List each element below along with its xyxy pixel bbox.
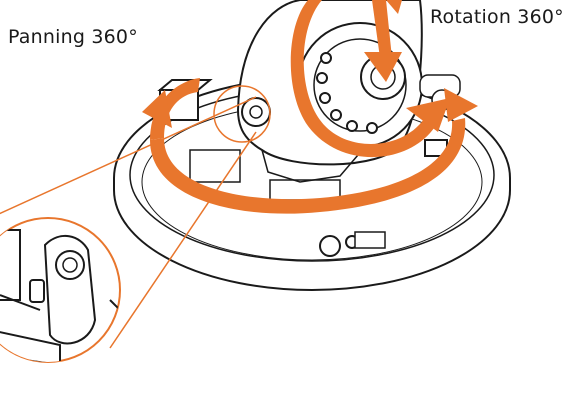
rotation-arrow-icon: [290, 0, 450, 158]
rotation-label: Rotation 360°: [430, 6, 564, 28]
tilt-arrow-icon: [364, 0, 402, 82]
zoom-detail: [0, 229, 120, 362]
panning-label: Panning 360°: [8, 26, 138, 48]
zoom-callout: [0, 85, 271, 363]
camera-base: [113, 77, 511, 291]
zoom-source-circle: [213, 85, 271, 143]
panning-arrow-icon: [142, 78, 478, 214]
